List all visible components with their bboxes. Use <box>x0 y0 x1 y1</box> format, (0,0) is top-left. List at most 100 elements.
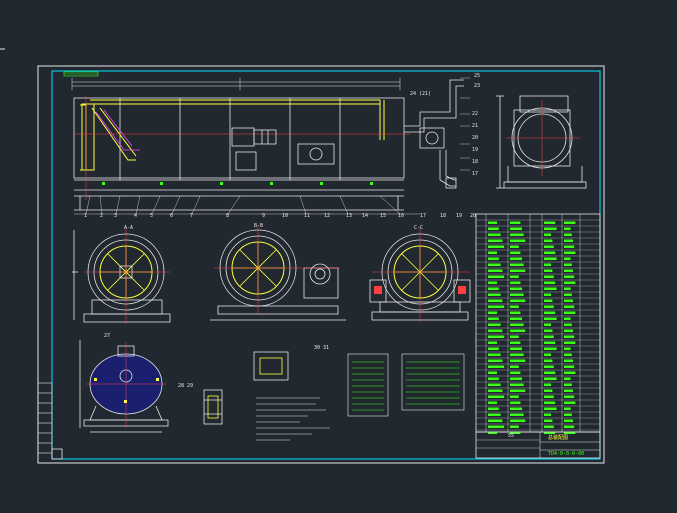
parts-row-text <box>510 269 526 272</box>
parts-row-text <box>488 299 503 302</box>
parts-row-text <box>544 359 553 362</box>
parts-row-text <box>510 359 526 362</box>
parts-row-text <box>544 335 554 338</box>
balloon-24: 24 (21) <box>410 91 432 97</box>
parts-row-text <box>488 425 505 428</box>
section-view-a[interactable] <box>72 228 171 324</box>
parts-row-text <box>510 329 526 332</box>
balloon-17: 17 <box>420 213 427 219</box>
parts-row-text <box>564 341 576 344</box>
parts-row-text <box>544 263 551 266</box>
parts-row-text <box>564 293 572 296</box>
parts-row-text <box>510 371 521 374</box>
parts-row-text <box>510 227 522 230</box>
parts-row-text <box>564 257 571 260</box>
parts-row-text <box>488 383 501 386</box>
parts-row-text <box>564 317 571 320</box>
parts-row-text <box>564 401 576 404</box>
parts-row-text <box>544 365 554 368</box>
parts-row-text <box>510 311 521 314</box>
parts-row-text <box>564 221 576 224</box>
parts-row-text <box>510 245 519 248</box>
parts-row-text <box>510 239 526 242</box>
main-elevation-view[interactable] <box>63 71 470 215</box>
parts-row-text <box>544 299 553 302</box>
parts-row-text <box>510 419 526 422</box>
parts-row-text <box>510 323 524 326</box>
parts-row-text <box>544 323 551 326</box>
balloon-side-21: 21 <box>472 123 479 129</box>
green-table-2 <box>401 353 465 411</box>
parts-row-text <box>488 275 505 278</box>
detail-label-28-29: 28 29 <box>178 383 194 389</box>
parts-row-text <box>488 233 501 236</box>
parts-row-text <box>564 239 573 242</box>
parts-row-text <box>488 419 503 422</box>
balloon-side-19: 19 <box>472 147 479 153</box>
parts-row-text <box>544 287 557 290</box>
tank-view[interactable] <box>79 340 169 433</box>
parts-row-text <box>544 293 551 296</box>
balloon-13: 13 <box>346 213 353 219</box>
parts-row-text <box>564 305 575 308</box>
parts-row-text <box>544 341 556 344</box>
parts-row-text <box>488 359 503 362</box>
technical-notes <box>256 397 330 441</box>
balloon-side-18: 18 <box>472 159 479 165</box>
parts-row-text <box>564 353 572 356</box>
parts-row-text <box>488 305 505 308</box>
section-view-b[interactable] <box>210 226 346 321</box>
parts-row-text <box>488 371 497 374</box>
parts-row-text <box>564 263 572 266</box>
balloon-20: 20 <box>470 213 477 219</box>
parts-row-text <box>564 275 575 278</box>
parts-row-text <box>544 305 554 308</box>
parts-row-text <box>488 329 503 332</box>
parts-row-text <box>510 347 522 350</box>
parts-row-text <box>488 401 497 404</box>
parts-row-text <box>544 371 556 374</box>
parts-row-text <box>564 359 573 362</box>
parts-row-text <box>488 281 497 284</box>
detail-view[interactable] <box>203 351 289 425</box>
right-side-view[interactable] <box>496 95 587 189</box>
balloon-5: 5 <box>150 213 154 219</box>
parts-row-text <box>510 287 522 290</box>
parts-row-text <box>544 353 551 356</box>
parts-row-text <box>564 377 571 380</box>
parts-row-text <box>544 275 554 278</box>
parts-row-text <box>510 251 521 254</box>
parts-row-text <box>544 281 556 284</box>
balloon-side-20: 20 <box>472 135 479 141</box>
parts-row-text <box>544 377 557 380</box>
parts-row-text <box>544 239 553 242</box>
parts-row-text <box>510 365 519 368</box>
parts-row-text <box>544 245 554 248</box>
parts-row-text <box>488 245 505 248</box>
parts-list-table[interactable] <box>475 213 601 459</box>
parts-row-text <box>510 425 519 428</box>
section-view-c[interactable] <box>369 228 471 322</box>
parts-row-text <box>564 413 572 416</box>
parts-row-text <box>564 269 573 272</box>
parts-row-text <box>544 395 554 398</box>
parts-row-text <box>510 401 521 404</box>
parts-row-text <box>544 317 557 320</box>
parts-row-text <box>488 269 503 272</box>
parts-row-text <box>564 323 572 326</box>
balloon-15: 15 <box>380 213 387 219</box>
parts-row-text <box>564 383 572 386</box>
parts-row-text <box>488 407 499 410</box>
parts-row-text <box>564 311 576 314</box>
parts-row-text <box>544 347 557 350</box>
parts-row-text <box>510 407 522 410</box>
parts-row-text <box>564 365 575 368</box>
parts-row-text <box>488 317 499 320</box>
parts-row-text <box>510 293 524 296</box>
parts-row-text <box>564 395 575 398</box>
balloon-10: 10 <box>282 213 289 219</box>
left-revision-table <box>37 382 53 454</box>
title-block-row2: 总装配图 <box>548 435 569 441</box>
parts-row-text <box>488 431 497 434</box>
